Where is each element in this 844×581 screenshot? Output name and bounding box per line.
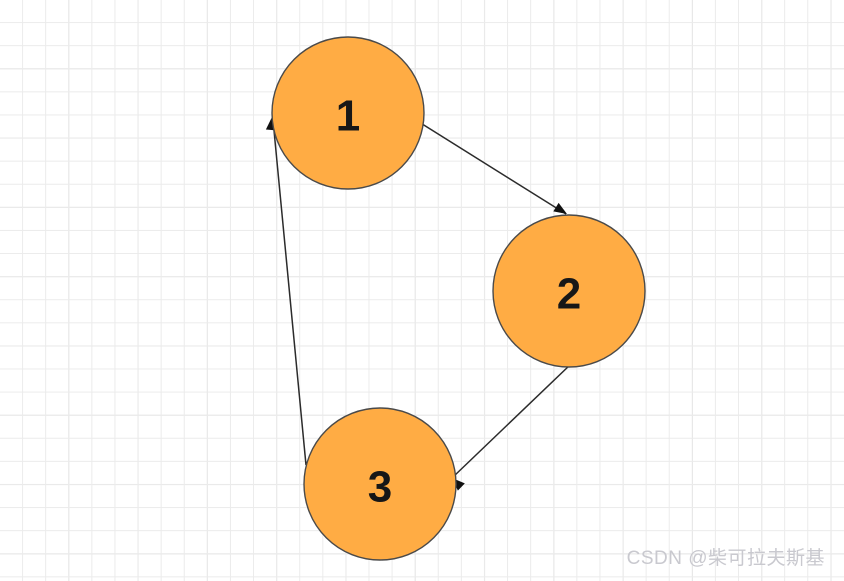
node-3-circle[interactable] xyxy=(303,407,457,561)
node-2-circle[interactable] xyxy=(492,214,646,368)
node-1[interactable]: 1 xyxy=(271,36,425,190)
node-2-label: 2 xyxy=(557,270,581,319)
node-2[interactable]: 2 xyxy=(492,214,646,368)
arrow-head-into-2 xyxy=(553,202,567,214)
edge-line-3-1[interactable] xyxy=(272,119,307,466)
node-3[interactable]: 3 xyxy=(303,407,457,561)
edge-1-to-2[interactable] xyxy=(418,121,570,218)
edge-line-2-3[interactable] xyxy=(452,363,572,478)
nodes-layer: 1 2 3 xyxy=(271,36,646,561)
node-1-label: 1 xyxy=(336,92,360,141)
edge-2-to-3[interactable] xyxy=(449,363,572,491)
node-3-label: 3 xyxy=(368,463,392,512)
csdn-watermark: CSDN @柴可拉夫斯基 xyxy=(626,548,825,569)
edge-line-1-2[interactable] xyxy=(418,121,567,215)
node-1-circle[interactable] xyxy=(271,36,425,190)
